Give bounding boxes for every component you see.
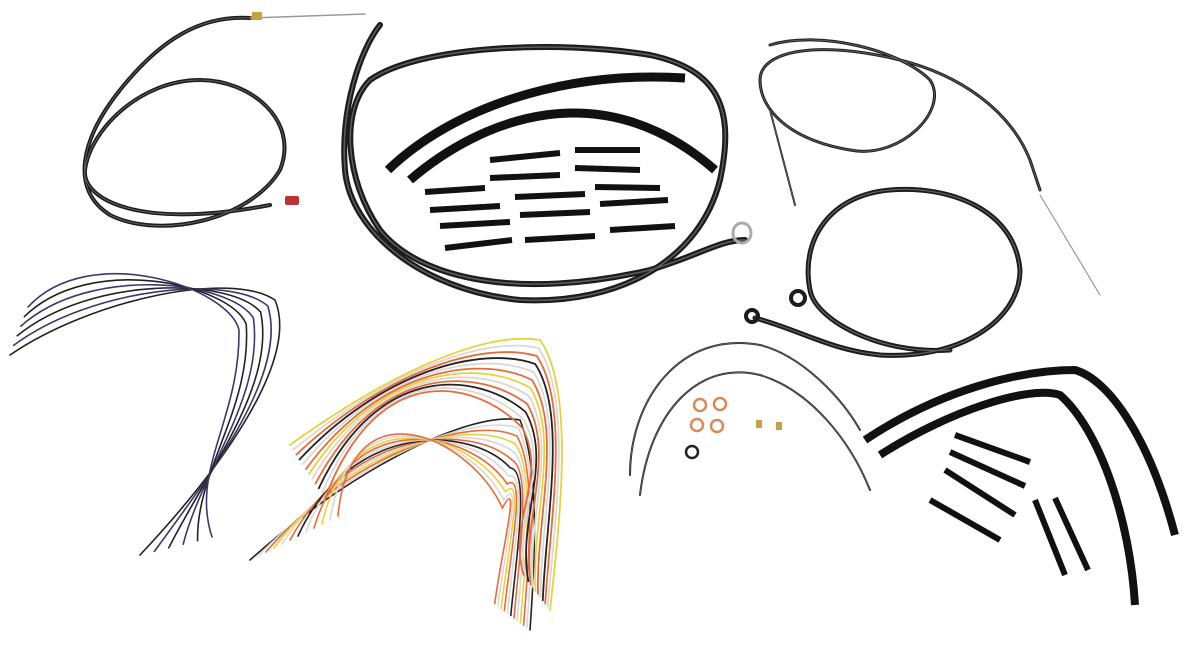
heat-shrink-piece xyxy=(519,209,591,218)
wire xyxy=(305,439,520,614)
heat-shrink-piece xyxy=(953,432,1032,465)
heat-shrink-piece xyxy=(489,172,561,181)
front-brake-line xyxy=(752,186,1023,358)
clutch-cable xyxy=(82,15,287,228)
heat-shrink-piece xyxy=(489,150,561,163)
wire xyxy=(308,372,546,592)
wire xyxy=(329,435,514,607)
wire xyxy=(289,337,563,611)
heat-shrink-piece xyxy=(444,237,513,251)
clutch-cable-end-wire xyxy=(249,13,366,19)
copper-washer xyxy=(689,417,705,433)
wire xyxy=(273,433,529,624)
wire xyxy=(321,387,535,579)
wire xyxy=(249,418,536,631)
wire xyxy=(297,439,522,617)
heat-shrink-tube xyxy=(384,72,686,174)
wire xyxy=(324,390,533,576)
wire xyxy=(20,283,256,545)
brass-fitting xyxy=(776,422,782,430)
throttle-end-wire xyxy=(1039,194,1101,296)
copper-washer xyxy=(709,418,725,434)
wire xyxy=(311,376,543,589)
heat-shrink-piece xyxy=(424,185,486,195)
small-cable-2 xyxy=(639,371,871,496)
wire xyxy=(301,362,551,599)
small-cable-1-highlight xyxy=(629,342,861,476)
small-cable-2-highlight xyxy=(639,371,871,496)
heat-shrink-piece xyxy=(594,184,661,191)
wire xyxy=(12,288,272,553)
heat-shrink-tube xyxy=(862,365,1179,537)
wire xyxy=(321,437,516,610)
heat-shrink-piece xyxy=(574,165,641,173)
brass-fitting xyxy=(756,420,762,428)
heat-shrink-piece xyxy=(429,203,501,213)
heat-shrink-piece xyxy=(609,223,676,233)
wire xyxy=(337,433,512,605)
banjo-fitting xyxy=(789,289,807,307)
banjo-fitting-2 xyxy=(744,308,760,324)
heat-shrink-tube xyxy=(407,108,718,184)
wire xyxy=(305,367,548,595)
heat-shrink-piece xyxy=(943,467,1017,518)
clutch-cable-adjuster xyxy=(285,196,299,205)
wire xyxy=(313,438,518,612)
wire xyxy=(16,287,264,549)
copper-washer xyxy=(712,396,728,412)
o-ring xyxy=(684,444,700,460)
heat-shrink-piece xyxy=(948,449,1027,489)
clutch-cable-highlight xyxy=(84,17,286,227)
wire xyxy=(314,380,540,586)
copper-washer xyxy=(692,397,708,413)
heat-shrink-piece xyxy=(1052,496,1091,572)
heat-shrink-piece xyxy=(524,233,596,243)
heat-shrink-piece xyxy=(599,197,669,207)
heat-shrink-tube xyxy=(877,388,1139,606)
wire xyxy=(257,424,533,629)
throttle-cable-2-highlight xyxy=(769,109,796,206)
front-brake-line-highlight xyxy=(754,188,1021,357)
wire xyxy=(292,344,560,608)
wire xyxy=(27,272,240,538)
throttle-cable-1-highlight xyxy=(759,39,1041,191)
crush-washer xyxy=(731,221,753,245)
brake-line-loop-highlight xyxy=(343,24,746,302)
wire xyxy=(317,383,538,583)
clutch-cable-fitting xyxy=(252,12,262,20)
throttle-cable-1 xyxy=(758,38,1042,192)
heat-shrink-piece xyxy=(439,219,511,229)
heat-shrink-piece xyxy=(514,191,586,200)
heat-shrink-piece xyxy=(928,497,1002,543)
small-cable-1 xyxy=(629,342,861,476)
wire xyxy=(298,357,554,602)
wire xyxy=(295,351,557,605)
heat-shrink-piece xyxy=(1032,498,1068,577)
